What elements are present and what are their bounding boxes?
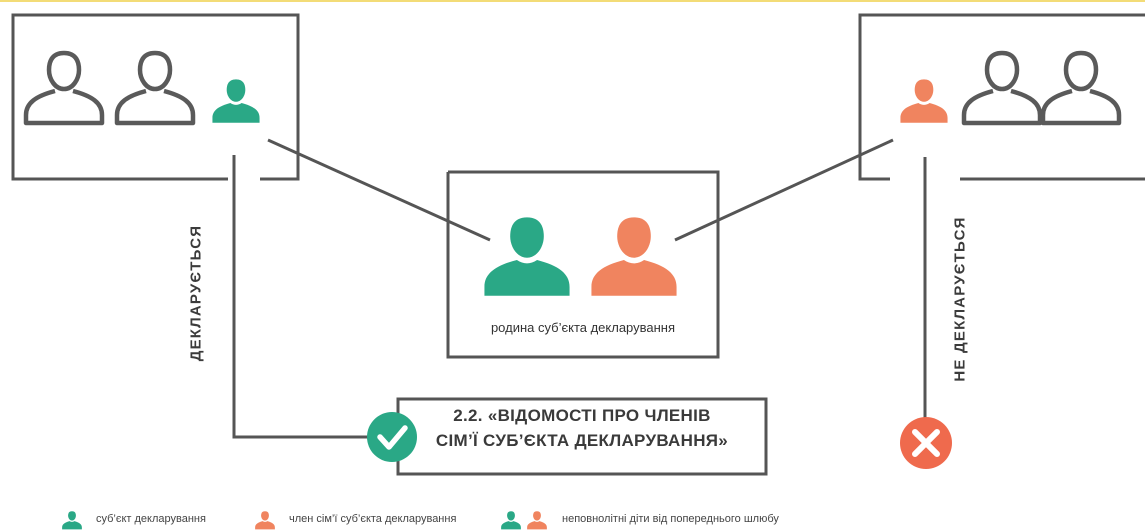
legend-subject-label: суб’єкт декларування xyxy=(96,513,206,525)
subject-person-icon xyxy=(212,79,260,123)
legend-minor-children-label: неповнолітні діти від попереднього шлюбу xyxy=(562,513,779,525)
person-outline-icon xyxy=(1043,53,1119,123)
not-declared-label: НЕ ДЕКЛАРУЄТЬСЯ xyxy=(951,216,969,382)
legend-child-subject-icon xyxy=(501,511,521,530)
top-border xyxy=(0,0,1145,2)
declared-path-line xyxy=(232,155,368,439)
connector-line xyxy=(674,138,894,242)
section-title-line1: 2.2. «ВІДОМОСТІ ПРО ЧЛЕНІВ xyxy=(453,406,711,425)
check-icon xyxy=(367,412,417,462)
legend-family-member-label: член сім’ї суб’єкта декларування xyxy=(289,513,457,525)
legend-subject-icon xyxy=(62,511,82,530)
person-outline-icon xyxy=(117,53,193,123)
person-outline-icon xyxy=(964,53,1040,123)
cross-icon xyxy=(900,417,952,469)
left-household-box xyxy=(11,13,300,181)
legend-child-family-icon xyxy=(527,511,547,530)
section-title: 2.2. «ВІДОМОСТІ ПРО ЧЛЕНІВ СІМ’Ї СУБ’ЄКТ… xyxy=(398,403,766,453)
right-household-box xyxy=(858,13,1145,181)
family-member-person-icon xyxy=(900,79,948,123)
person-outline-icon xyxy=(26,53,102,123)
connector-line xyxy=(267,138,491,242)
family-label: родина суб’єкта декларування xyxy=(490,320,676,335)
declared-label: ДЕКЛАРУЄТЬСЯ xyxy=(187,224,205,362)
family-member-person-icon xyxy=(591,217,677,296)
legend-family-member-icon xyxy=(255,511,275,530)
family-box xyxy=(446,170,720,359)
subject-person-icon xyxy=(484,217,570,296)
section-title-line2: СІМ’Ї СУБ’ЄКТА ДЕКЛАРУВАННЯ» xyxy=(435,431,729,450)
